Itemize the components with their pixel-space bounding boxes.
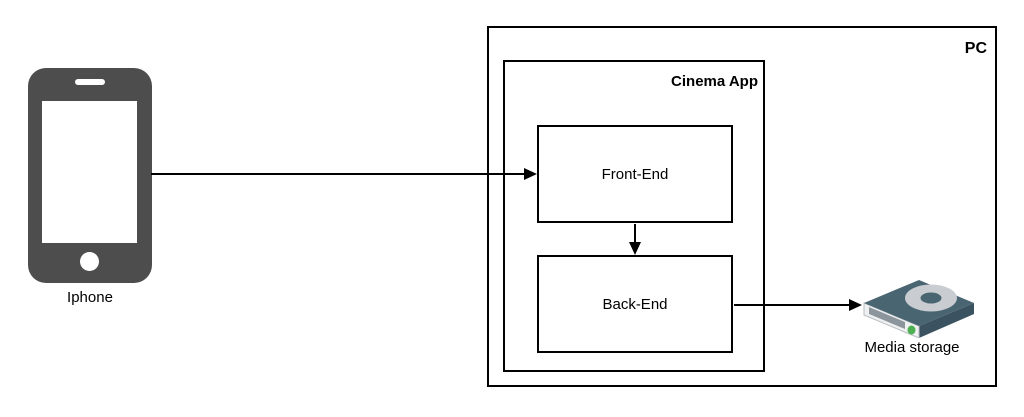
arrow-iphone-to-front-end	[151, 168, 537, 180]
phone-speaker	[75, 79, 105, 85]
front-end-box: Front-End	[537, 125, 733, 223]
iphone-label: Iphone	[67, 289, 113, 306]
phone-home-button	[80, 252, 99, 271]
media-storage-icon	[863, 280, 974, 338]
back-end-box: Back-End	[537, 255, 733, 353]
media-storage-label: Media storage	[864, 339, 960, 356]
phone-screen	[42, 101, 137, 243]
cinema-app-label: Cinema App	[671, 73, 758, 90]
iphone-icon	[28, 68, 152, 283]
pc-label: PC	[964, 40, 987, 57]
